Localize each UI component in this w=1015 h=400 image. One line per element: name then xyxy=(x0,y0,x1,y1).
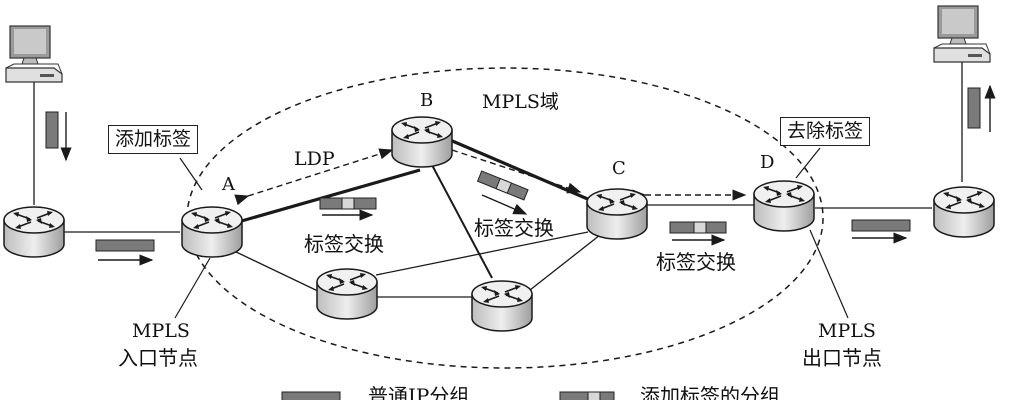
swap-label-3: 标签交换 xyxy=(656,250,736,274)
router-lower-right xyxy=(471,280,533,332)
legend-plain-swatch xyxy=(281,391,341,400)
flow-arrow-b-c xyxy=(481,194,528,215)
ingress-label-line1: MPLS xyxy=(132,320,190,342)
ldp-arrow-b-c xyxy=(438,140,582,194)
link-a-b xyxy=(237,168,421,224)
router-left-edge xyxy=(3,206,65,258)
router-d xyxy=(753,180,815,232)
node-label-b: B xyxy=(420,90,434,111)
add-label-pointer xyxy=(179,157,203,191)
ldp-label: LDP xyxy=(294,148,335,170)
ingress-pointer xyxy=(174,257,211,319)
legend-plain-label: 普通IP分组 xyxy=(368,384,470,400)
swap-label-1: 标签交换 xyxy=(304,232,384,256)
ingress-label-line2: 入口节点 xyxy=(118,346,198,370)
swap-label-2: 标签交换 xyxy=(474,216,554,240)
plain-packet-right-vertical xyxy=(967,87,981,129)
router-c xyxy=(586,188,648,240)
mpls-domain-boundary xyxy=(186,67,824,369)
host-right-computer-icon xyxy=(933,5,991,63)
legend-labeled-label: 添加标签的分组 xyxy=(640,384,780,400)
router-a xyxy=(181,206,243,258)
link-lower-right-c xyxy=(529,234,601,291)
router-lower-left xyxy=(316,268,378,320)
legend-labeled-swatch xyxy=(559,391,615,400)
egress-label-line1: MPLS xyxy=(818,320,876,342)
add-label-callout: 添加标签 xyxy=(108,125,199,154)
remove-label-pointer xyxy=(795,147,821,179)
plain-packet-right-horizontal xyxy=(851,219,911,232)
link-a-lower-left xyxy=(231,249,323,294)
node-label-d: D xyxy=(760,152,775,173)
remove-label-callout: 去除标签 xyxy=(780,117,871,146)
egress-pointer xyxy=(809,229,849,319)
plain-packet-left-vertical xyxy=(45,111,59,149)
node-label-a: A xyxy=(222,174,235,195)
mpls-domain-label: MPLS域 xyxy=(482,91,559,113)
node-label-c: C xyxy=(612,158,626,179)
egress-label-line2: 出口节点 xyxy=(802,346,882,370)
router-right-edge xyxy=(933,186,995,238)
router-b xyxy=(391,116,453,168)
link-lower-left-c xyxy=(375,231,589,276)
plain-packet-left-horizontal xyxy=(95,239,155,252)
ldp-arrow-a-b xyxy=(234,148,394,206)
host-left-computer-icon xyxy=(5,25,63,83)
